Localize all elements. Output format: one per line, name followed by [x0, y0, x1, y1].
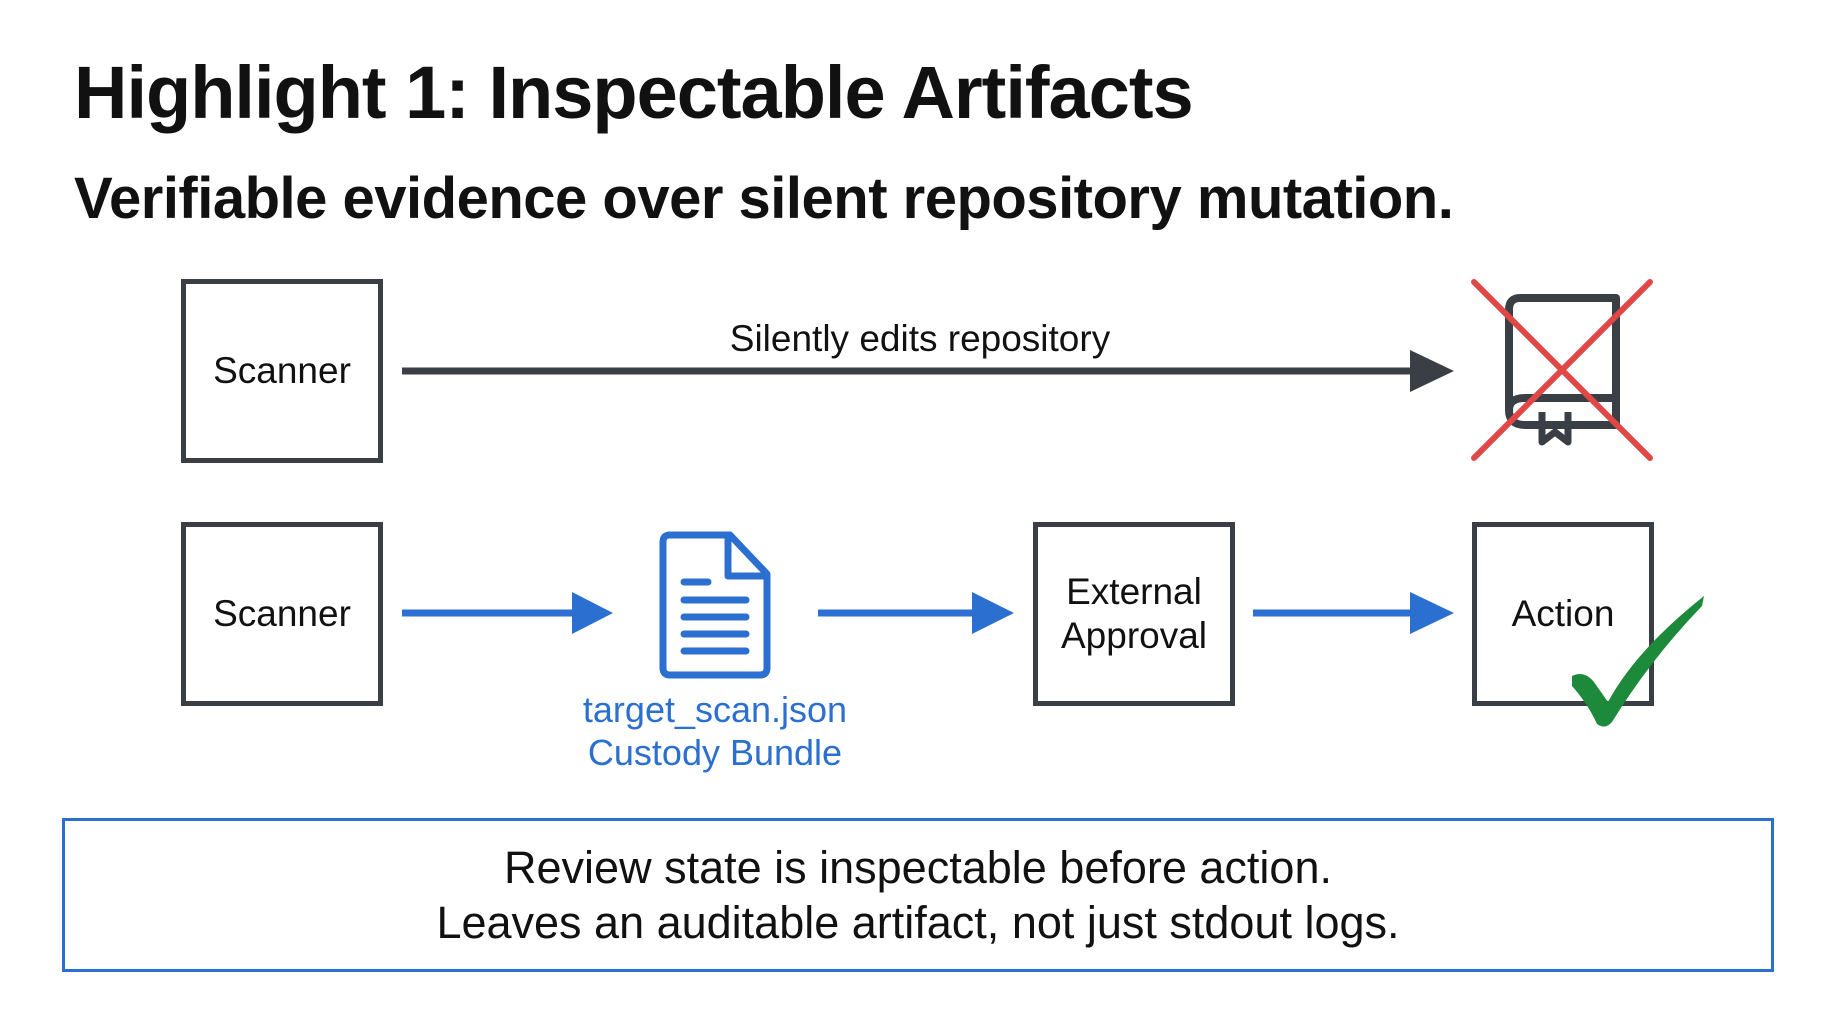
scanner-label-top: Scanner	[213, 350, 351, 391]
slide-subtitle: Verifiable evidence over silent reposito…	[74, 166, 1454, 231]
approval-label-line1: External	[1066, 571, 1202, 612]
repository-book-icon	[1505, 294, 1620, 446]
callout-line-1: Review state is inspectable before actio…	[504, 842, 1332, 893]
summary-callout: Review state is inspectable before actio…	[62, 818, 1774, 972]
action-label: Action	[1511, 593, 1615, 634]
approval-label-line2: Approval	[1060, 615, 1208, 656]
flow-arrow-to-artifact	[402, 592, 613, 634]
scanner-box-bottom: Scanner	[181, 522, 383, 706]
artifact-caption: target_scan.json Custody Bundle	[540, 688, 890, 774]
external-approval-box: External Approval	[1033, 522, 1235, 706]
action-box: Action	[1472, 522, 1654, 706]
scanner-box-top: Scanner	[181, 279, 383, 463]
callout-line-2: Leaves an auditable artifact, not just s…	[436, 897, 1400, 948]
silent-edit-label: Silently edits repository	[729, 318, 1111, 359]
flow-arrow-to-approval	[818, 592, 1014, 634]
artifact-bundle-name: Custody Bundle	[587, 732, 843, 773]
artifact-filename: target_scan.json	[582, 689, 848, 730]
silent-edit-arrow	[402, 350, 1454, 392]
document-icon	[659, 531, 771, 679]
flow-arrow-to-action	[1253, 592, 1454, 634]
red-cross-icon	[1471, 279, 1653, 461]
slide-title: Highlight 1: Inspectable Artifacts	[74, 51, 1194, 134]
scanner-label-bottom: Scanner	[213, 593, 351, 634]
